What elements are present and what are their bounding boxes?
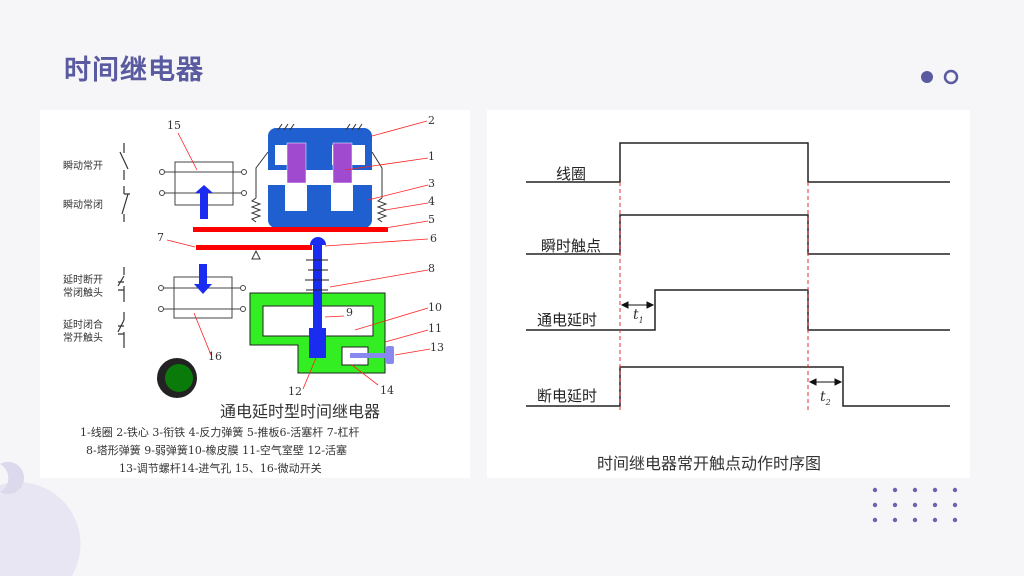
- lever: [196, 245, 312, 250]
- label-delay-nc-2: 常闭触头: [63, 288, 103, 299]
- part-7: 7: [157, 231, 164, 244]
- coil-waveform: [526, 142, 950, 183]
- arrow-right-icon: [834, 378, 843, 386]
- coil-right: [332, 142, 353, 184]
- label-instant-nc: 瞬动常闭: [63, 200, 103, 211]
- part-2: 2: [428, 114, 435, 127]
- part-16: 16: [208, 350, 222, 363]
- contact-symbols: [117, 143, 130, 348]
- part-15: 15: [167, 119, 181, 132]
- t1-label: t1: [633, 307, 644, 325]
- filled-dot-icon: [921, 71, 933, 83]
- label-instant-no: 瞬动常开: [63, 161, 103, 172]
- piston-rod: [313, 240, 322, 330]
- part-12: 12: [288, 385, 302, 398]
- part-1: 1: [428, 150, 435, 163]
- relay-caption: 通电延时型时间继电器: [220, 402, 381, 421]
- springs: [250, 123, 388, 223]
- row-label-on-delay: 通电延时: [537, 311, 598, 329]
- part-9: 9: [346, 306, 353, 319]
- t2-label: t2: [820, 389, 831, 407]
- t2-subscript: 2: [825, 397, 831, 407]
- on-delay-waveform: [526, 289, 950, 331]
- leader-lines: [166, 120, 431, 390]
- part-13: 13: [430, 341, 444, 354]
- part-6: 6: [430, 232, 437, 245]
- row-label-coil: 线圈: [556, 165, 587, 183]
- legend-line-3: 13-调节螺杆14-进气孔 15、16-微动开关: [119, 462, 322, 475]
- arrow-up-icon: [195, 185, 213, 219]
- instant-contact-waveform: [526, 214, 950, 255]
- timing-diagram-panel: [487, 110, 970, 478]
- part-14: 14: [380, 384, 394, 397]
- arrow-left-icon: [808, 378, 817, 386]
- label-delay-no-2: 常开触头: [63, 333, 103, 344]
- legend-line-1: 1-线圈 2-铁心 3-衔铁 4-反力弹簧 5-推板6-活塞杆 7-杠杆: [80, 426, 360, 439]
- arrow-right-icon: [646, 301, 655, 309]
- row-label-off-delay: 断电延时: [537, 387, 598, 405]
- part-4: 4: [428, 195, 435, 208]
- slide-title: 时间继电器: [64, 55, 204, 86]
- piston: [309, 328, 326, 358]
- t2-symbol: t: [820, 389, 826, 405]
- outline-dot-icon: [943, 69, 959, 85]
- micro-switch-15: [159, 161, 247, 206]
- off-delay-waveform: [526, 366, 950, 407]
- arrow-left-icon: [620, 301, 629, 309]
- part-5: 5: [428, 213, 435, 226]
- part-3: 3: [428, 177, 435, 190]
- legend-line-2: 8-塔形弹簧 9-弱弹簧10-橡皮膜 11-空气室壁 12-活塞: [86, 444, 348, 457]
- bg-circle-large: [0, 482, 81, 576]
- push-plate: [193, 227, 388, 232]
- part-11: 11: [428, 322, 442, 335]
- t1-symbol: t: [633, 307, 639, 323]
- timing-caption: 时间继电器常开触点动作时序图: [597, 454, 822, 473]
- label-delay-nc-1: 延时断开: [63, 275, 103, 286]
- coil-left: [286, 142, 307, 184]
- t1-subscript: 1: [638, 315, 644, 325]
- arrow-down-icon: [194, 264, 212, 294]
- dot-grid: [872, 487, 958, 523]
- part-10: 10: [428, 301, 442, 314]
- bg-circle-small: [0, 461, 25, 495]
- part-8: 8: [428, 262, 435, 275]
- adjust-screw: [350, 353, 390, 358]
- label-delay-no-1: 延时闭合: [63, 320, 103, 331]
- row-label-instant: 瞬时触点: [541, 237, 602, 255]
